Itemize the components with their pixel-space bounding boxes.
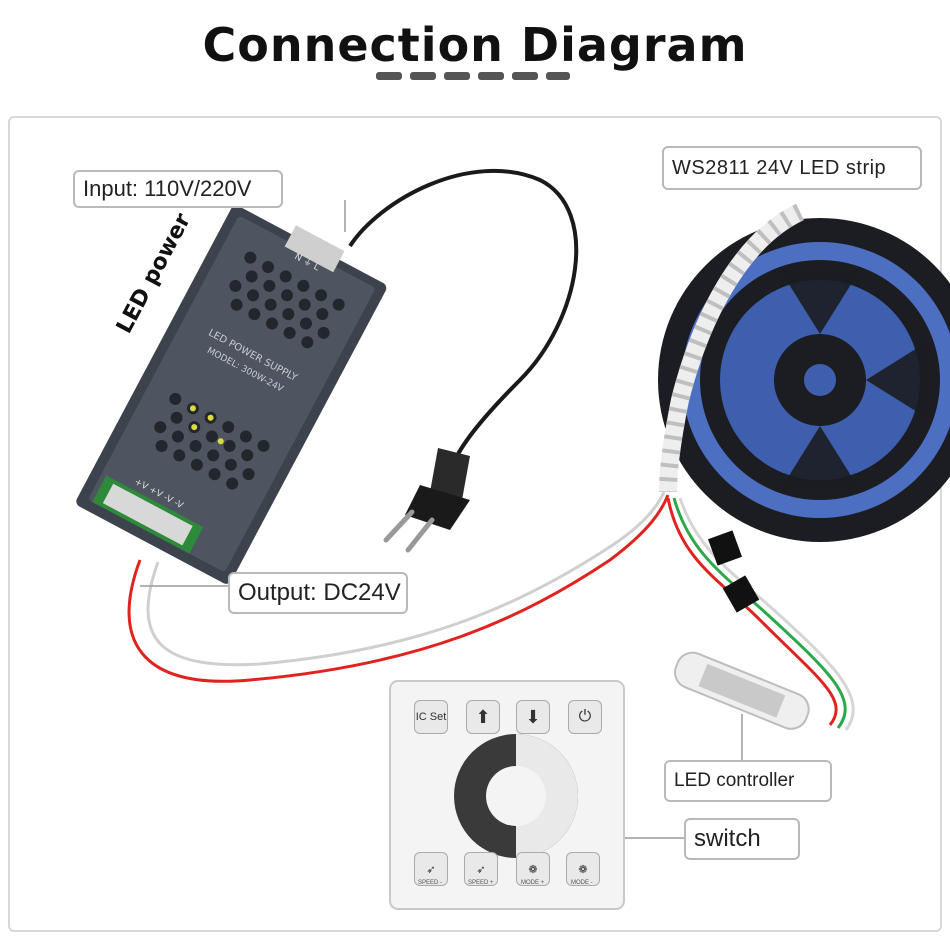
up-button[interactable]: ⬆ — [466, 700, 500, 734]
mains-cable — [348, 169, 579, 479]
mode-minus-button[interactable]: ❁ — [566, 852, 600, 886]
speed-plus-label: SPEED + — [468, 880, 494, 886]
mode-plus-label: MODE + — [521, 880, 545, 886]
red-wire-psu — [127, 494, 670, 683]
led-strip-reel — [658, 218, 950, 542]
rocket-icon: ➶ — [426, 863, 436, 876]
led-strip-label: WS2811 24V LED strip — [662, 146, 922, 190]
up-arrow-icon: ⬆ — [475, 706, 491, 727]
down-arrow-icon: ⬇ — [525, 706, 541, 727]
output-label: Output: DC24V — [228, 572, 408, 614]
power-plug-icon — [383, 448, 470, 553]
input-label: Input: 110V/220V — [73, 170, 283, 208]
mode-icon: ❁ — [528, 863, 538, 876]
speed-minus-button[interactable]: ➶ — [414, 852, 448, 886]
white-wire-psu — [146, 491, 666, 667]
mode-icon: ❁ — [578, 863, 588, 876]
title-underline-dashes — [376, 72, 570, 80]
controller-connector — [722, 575, 760, 613]
white-wire-controller — [678, 497, 855, 731]
green-wire-controller — [672, 497, 847, 729]
mode-minus-label: MODE - — [571, 880, 593, 886]
speed-minus-label: SPEED - — [418, 880, 443, 886]
power-button[interactable]: ⏻ — [568, 700, 602, 734]
led-controller — [674, 651, 810, 730]
speed-plus-button[interactable]: ➶ — [464, 852, 498, 886]
led-controller-label: LED controller — [664, 760, 832, 802]
rocket-icon: ➶ — [476, 863, 486, 876]
power-icon: ⏻ — [578, 708, 592, 725]
switch-label: switch — [684, 818, 800, 860]
down-button[interactable]: ⬇ — [516, 700, 550, 734]
led-power-supply: LED POWER SUPPLY MODEL: 300W-24V N ⏚ L +… — [76, 205, 387, 584]
strip-connector — [707, 530, 743, 566]
mode-plus-button[interactable]: ❁ — [516, 852, 550, 886]
red-wire-controller — [666, 497, 838, 726]
page-title: Connection Diagram — [202, 18, 748, 72]
ic-set-button[interactable]: IC Set — [414, 700, 448, 734]
